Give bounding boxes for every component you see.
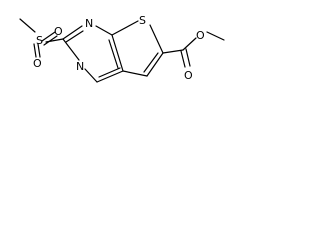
atom-label-o-sulfonyl-top: O xyxy=(54,25,63,38)
bond-c7a-s xyxy=(111,20,139,36)
bond-carbonyl-o-double-b xyxy=(185,48,191,67)
bond-s-o-bottom xyxy=(37,43,41,58)
bond-c2-n-bottom xyxy=(62,38,80,61)
bonds xyxy=(19,18,225,83)
bond-c6-c5-double xyxy=(143,52,159,73)
atom-labels: S O O N N S O O xyxy=(33,14,205,82)
atom-label-s-thiophene: S xyxy=(139,14,146,27)
bond-n-bottom-c4 xyxy=(84,68,98,83)
bond-s-c2 xyxy=(45,38,64,43)
atom-label-s-sulfonyl: S xyxy=(36,34,43,47)
atom-label-n-ring-top: N xyxy=(85,17,93,30)
bond-c6-c5 xyxy=(146,52,164,77)
bond-s-c6 xyxy=(149,24,164,54)
bond-c4a-c7a xyxy=(111,34,124,72)
bond-s-o-top xyxy=(43,35,58,46)
bond-c4-c4a-double xyxy=(98,67,121,78)
bond-s-o-top-double xyxy=(41,31,56,42)
bond-c2-n-top-double xyxy=(65,30,84,43)
atom-label-o-ester: O xyxy=(196,29,205,42)
bond-carbonyl-o-double-a xyxy=(180,50,186,68)
bond-o-methyl xyxy=(206,31,225,41)
atom-label-n-ring-bottom: N xyxy=(76,60,84,73)
bond-c5-c4a xyxy=(122,70,148,77)
bond-c2-n-top xyxy=(62,25,83,40)
bond-c6-carbonyl xyxy=(162,49,184,54)
bond-c4a-c7a-double xyxy=(108,39,119,69)
structure-canvas: S O O N N S O O xyxy=(19,14,225,83)
bond-s-o-bottom-double xyxy=(33,43,37,58)
bond-c4-c4a xyxy=(96,70,124,83)
atom-label-o-sulfonyl-bottom: O xyxy=(33,57,42,70)
bond-carbonyl-o-ester xyxy=(182,37,197,51)
bond-n-top-c7a xyxy=(95,25,113,36)
bond-methyl-s xyxy=(19,18,36,33)
atom-label-o-carbonyl: O xyxy=(184,69,193,82)
